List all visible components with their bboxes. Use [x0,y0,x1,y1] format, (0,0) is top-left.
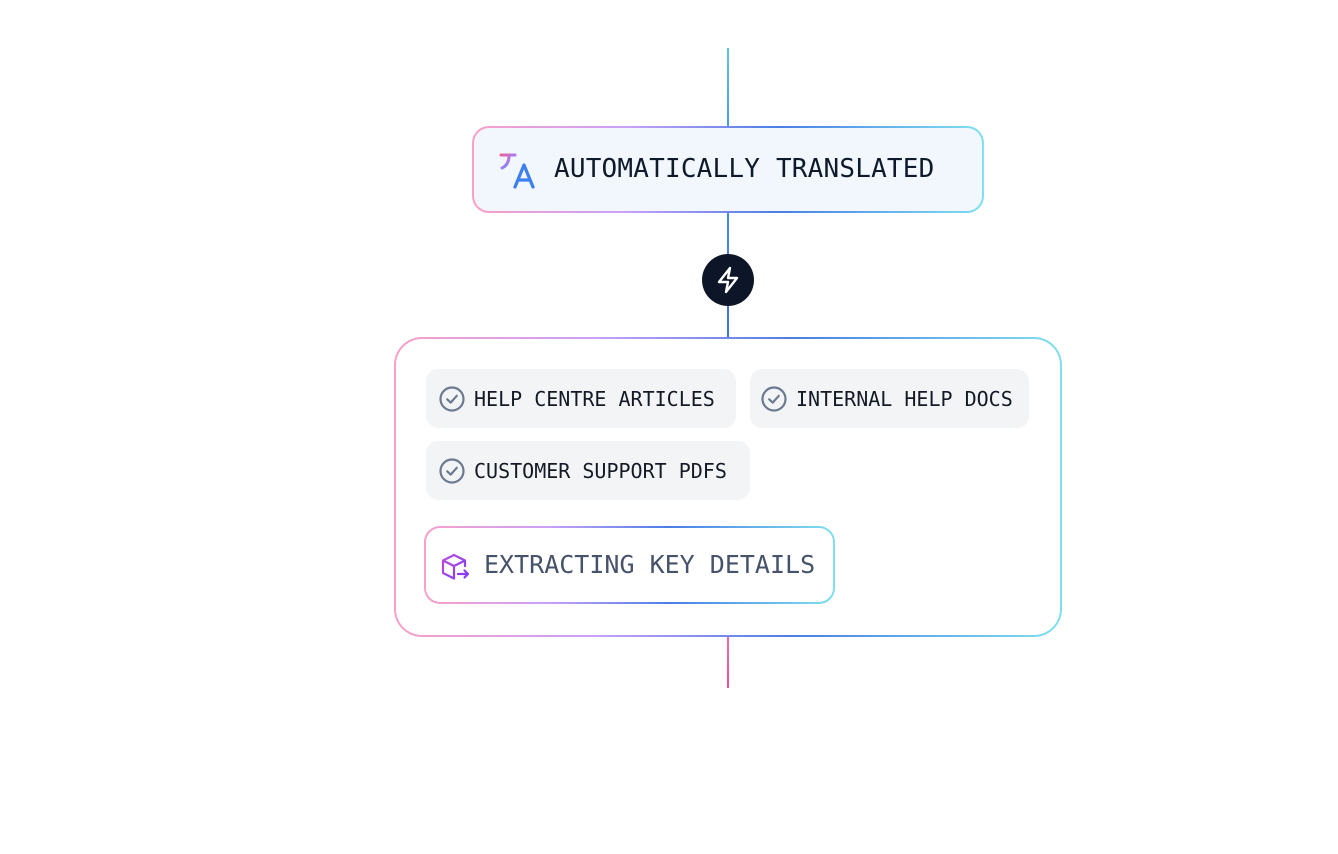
source-chip-help-centre-articles: HELP CENTRE ARTICLES [426,369,736,428]
check-circle-icon [439,385,465,412]
source-chip-customer-support-pdfs: CUSTOMER SUPPORT PDFS [426,441,750,500]
connector-line-top [727,48,729,127]
source-chip-internal-help-docs: INTERNAL HELP DOCS [750,369,1029,428]
lightning-bolt-icon [717,266,739,294]
source-label: CUSTOMER SUPPORT PDFS [474,458,727,483]
translation-step-card: AUTOMATICALLY TRANSLATED [472,126,984,213]
translate-icon [499,153,535,189]
source-label: INTERNAL HELP DOCS [796,386,1013,411]
connector-line-bottom [727,636,729,688]
box-export-icon [441,553,470,580]
trigger-node [702,254,754,306]
check-circle-icon [761,385,787,412]
source-label: HELP CENTRE ARTICLES [474,386,715,411]
extraction-status-card: EXTRACTING KEY DETAILS [424,526,835,604]
translation-step-label: AUTOMATICALLY TRANSLATED [554,154,935,184]
check-circle-icon [439,457,465,484]
extraction-status-label: EXTRACTING KEY DETAILS [484,550,816,579]
